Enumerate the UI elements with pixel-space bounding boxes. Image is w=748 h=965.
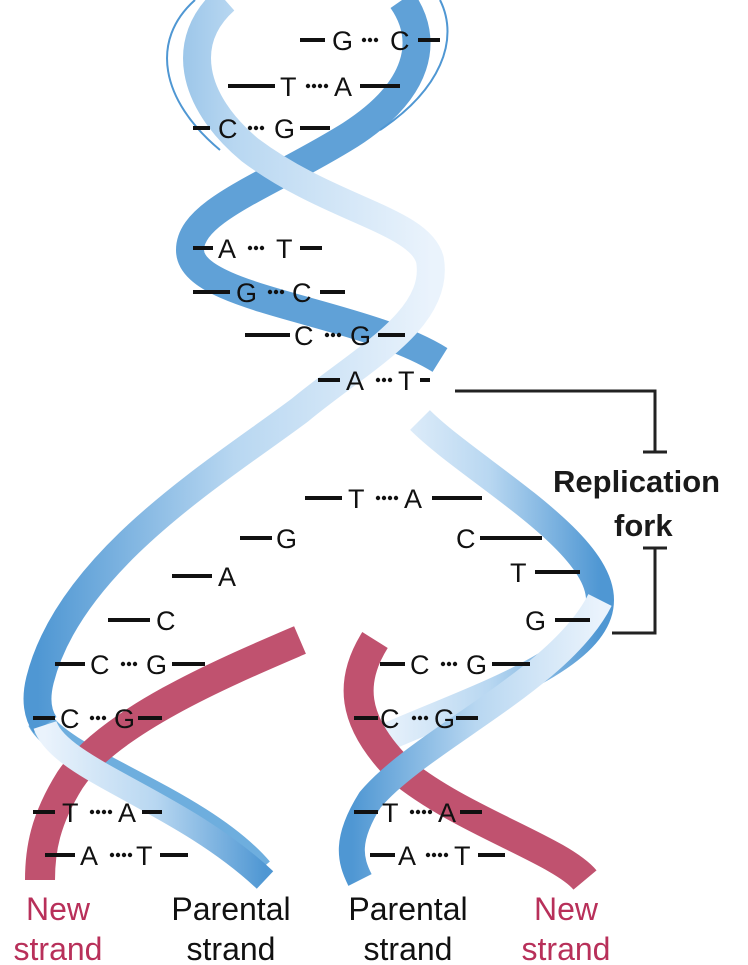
base-right-unpaired-2: T (510, 558, 527, 588)
base-p4-b: T (276, 234, 293, 264)
parental-strand-left-line1: Parental (171, 891, 290, 927)
base-r4-a: A (398, 841, 416, 871)
base-r1-b: G (466, 650, 487, 680)
base-p8-a: T (348, 484, 365, 514)
base-left-unpaired-2: A (218, 562, 236, 592)
base-r2-b: G (434, 704, 455, 734)
base-p6-a: C (294, 321, 314, 351)
base-p7-a: A (346, 366, 364, 396)
parental-strand-right-line1: Parental (348, 891, 467, 927)
base-l4-b: T (136, 841, 153, 871)
parental-strand-left-line2: strand (187, 931, 276, 965)
base-pairs (33, 38, 590, 857)
base-p7-b: T (398, 366, 415, 396)
strand-captions: New strand Parental strand Parental stra… (14, 891, 611, 965)
base-p3-b: G (274, 114, 295, 144)
new-strand-right-line2: strand (522, 931, 611, 965)
base-l4-a: A (80, 841, 98, 871)
new-strand-left-line2: strand (14, 931, 103, 965)
hbond-dots (89, 37, 458, 858)
base-right-unpaired-3: G (525, 606, 546, 636)
base-l2-a: C (60, 704, 80, 734)
new-strand-right-line1: New (534, 891, 599, 927)
base-p2-a: T (280, 72, 297, 102)
hydrogen-bonds (89, 37, 458, 858)
new-strand-left-line1: New (26, 891, 91, 927)
base-p4-a: A (218, 234, 236, 264)
base-p5-a: G (236, 278, 257, 308)
replication-fork-label-line2: fork (614, 508, 673, 543)
base-p5-b: C (292, 278, 312, 308)
base-p6-b: G (350, 321, 371, 351)
base-r3-b: A (438, 798, 456, 828)
base-r4-b: T (454, 841, 471, 871)
base-l1-a: C (90, 650, 110, 680)
base-right-unpaired-1: C (456, 524, 476, 554)
base-l1-b: G (146, 650, 167, 680)
base-l3-a: T (62, 798, 79, 828)
parental-strand-right-line2: strand (364, 931, 453, 965)
base-left-unpaired-1: G (276, 524, 297, 554)
base-p8-b: A (404, 484, 422, 514)
base-left-unpaired-3: C (156, 606, 176, 636)
replication-fork-label-line1: Replication (553, 464, 720, 499)
base-p2-b: A (334, 72, 352, 102)
base-letters: G C T A C G A T G C C G A T T A G A C C … (60, 26, 546, 871)
base-r2-a: C (380, 704, 400, 734)
base-l2-b: G (114, 704, 135, 734)
base-l3-b: A (118, 798, 136, 828)
base-p1-a: G (332, 26, 353, 56)
parental-strand-front (23, 0, 612, 889)
base-p1-b: C (390, 26, 410, 56)
replication-fork-bracket (455, 389, 667, 635)
base-r3-a: T (382, 798, 399, 828)
base-p3-a: C (218, 114, 238, 144)
base-r1-a: C (410, 650, 430, 680)
